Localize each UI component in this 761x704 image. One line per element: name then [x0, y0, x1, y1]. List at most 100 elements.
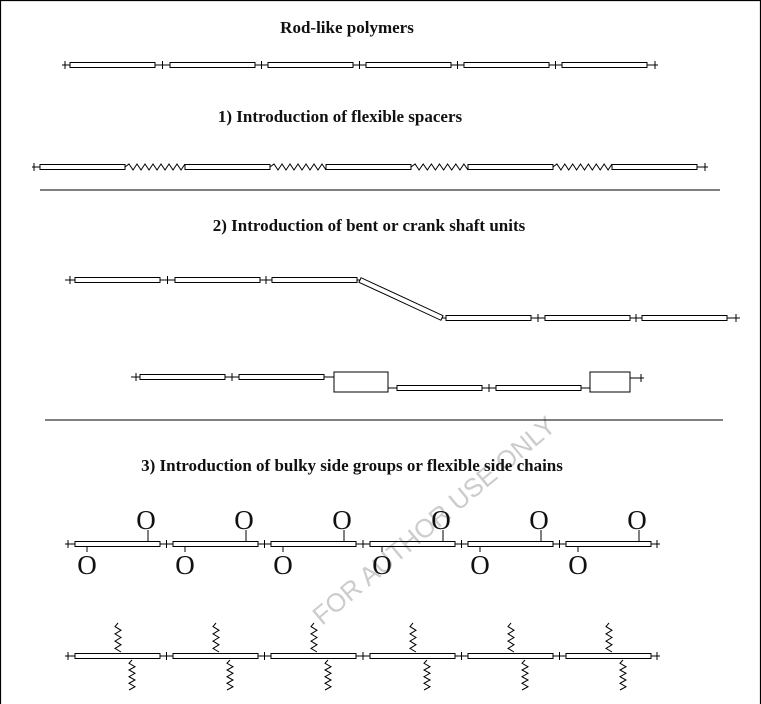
rod-segment	[238, 374, 325, 380]
bent-unit-chain	[65, 276, 740, 322]
rod-segment	[445, 315, 532, 321]
flexible-spacer	[410, 163, 469, 171]
rod-segment	[495, 385, 582, 391]
rod-segment	[467, 164, 554, 170]
flexible-spacer	[552, 163, 613, 171]
rod-unit	[611, 164, 698, 170]
rod-segment	[611, 164, 698, 170]
rod-segment	[139, 374, 226, 380]
bulky-side-group-label: O	[529, 505, 549, 535]
rod-unit	[544, 315, 631, 321]
rod-segment	[69, 62, 156, 68]
rod-unit	[467, 541, 554, 547]
rod-segment	[172, 541, 259, 547]
flexible-side-chain	[310, 622, 318, 653]
rod-unit	[74, 541, 161, 547]
section-2-heading: 2) Introduction of bent or crank shaft u…	[213, 216, 526, 235]
rod-unit	[325, 164, 412, 170]
bulky-side-group-label: O	[273, 550, 293, 580]
bent-rod-unit	[358, 277, 444, 321]
rod-unit	[565, 541, 652, 547]
rod-unit	[172, 541, 259, 547]
crankshaft-block	[589, 371, 631, 393]
rod-unit	[267, 62, 354, 68]
rod-segment	[467, 541, 554, 547]
bulky-side-group-label: O	[136, 505, 156, 535]
rod-segment	[325, 164, 412, 170]
rod-segment	[365, 62, 452, 68]
bulky-side-group-label: O	[470, 550, 490, 580]
section-1-heading: 1) Introduction of flexible spacers	[218, 107, 463, 126]
rod-segment	[544, 315, 631, 321]
rod-unit	[270, 653, 357, 659]
rod-unit	[369, 653, 456, 659]
flexible-spacer-chain	[32, 163, 708, 171]
rod-unit	[561, 62, 648, 68]
flexible-spacer	[269, 163, 327, 171]
rod-segment	[565, 541, 652, 547]
rod-unit	[139, 374, 226, 380]
rod-segment	[184, 164, 271, 170]
rod-unit	[169, 62, 256, 68]
flexible-side-chain	[127, 659, 137, 691]
rod-segment	[463, 62, 550, 68]
diagram-title: Rod-like polymers	[280, 18, 414, 37]
crankshaft-unit-chain	[131, 371, 644, 393]
rod-segment	[267, 62, 354, 68]
rod-segment	[172, 653, 259, 659]
rod-segment	[561, 62, 648, 68]
rod-segment	[74, 653, 161, 659]
rod-unit	[238, 374, 325, 380]
flexible-side-chain	[212, 622, 220, 653]
bulky-side-group-label: O	[77, 550, 97, 580]
bulky-side-group-label: O	[234, 505, 254, 535]
flexible-side-chain	[520, 659, 530, 691]
rod-segment	[169, 62, 256, 68]
section-3-heading: 3) Introduction of bulky side groups or …	[141, 456, 563, 475]
rod-segment	[369, 653, 456, 659]
rod-unit	[396, 385, 483, 391]
rod-unit	[365, 62, 452, 68]
rod-unit	[271, 277, 358, 283]
slanted-rod-segment	[358, 277, 444, 321]
flexible-side-chain	[605, 622, 613, 653]
flexible-side-chain	[422, 659, 432, 691]
bulky-side-group-label: O	[627, 505, 647, 535]
rod-segment	[271, 277, 358, 283]
rod-unit	[463, 62, 550, 68]
rod-unit	[184, 164, 271, 170]
rod-unit	[565, 653, 652, 659]
flexible-side-chain	[507, 622, 515, 653]
rod-like-polymer-chain	[62, 61, 658, 69]
rod-unit	[74, 277, 161, 283]
flexible-side-chain	[114, 622, 122, 653]
rod-unit	[467, 164, 554, 170]
bulky-side-group-label: O	[431, 505, 451, 535]
rod-unit	[172, 653, 259, 659]
rod-unit	[467, 653, 554, 659]
bulky-side-group-label: O	[175, 550, 195, 580]
rod-unit	[270, 541, 357, 547]
rod-segment	[270, 541, 357, 547]
rod-unit	[39, 164, 126, 170]
rod-segment	[74, 277, 161, 283]
rod-segment	[39, 164, 126, 170]
bulky-side-group-label: O	[372, 550, 392, 580]
flexible-side-chain	[618, 659, 628, 691]
flexible-side-chain	[323, 659, 333, 691]
flexible-spacer	[124, 163, 186, 171]
rod-unit	[69, 62, 156, 68]
rod-segment	[467, 653, 554, 659]
flexible-side-chain	[409, 622, 417, 653]
rod-segment	[174, 277, 261, 283]
rod-segment	[641, 315, 728, 321]
rod-unit	[174, 277, 261, 283]
crankshaft-block	[333, 371, 389, 393]
flexible-side-chain	[225, 659, 235, 691]
flexible-side-chain-chain	[65, 622, 660, 691]
rod-unit	[641, 315, 728, 321]
bulky-side-group-label: O	[568, 550, 588, 580]
rod-unit	[495, 385, 582, 391]
